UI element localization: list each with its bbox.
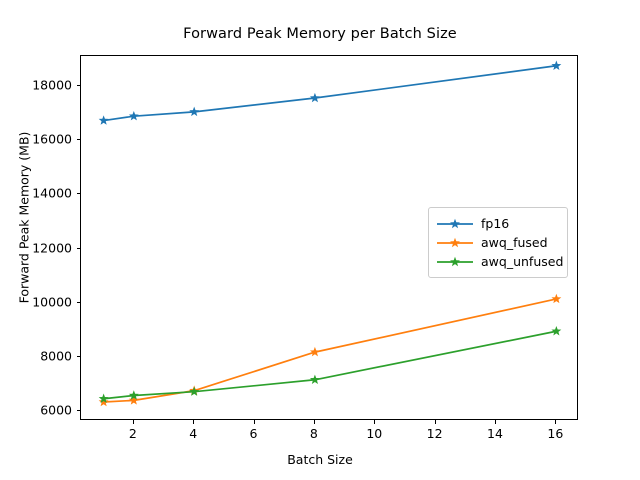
y-axis-tick-labels: 6000 8000 10000 12000 14000 16000 18000 xyxy=(8,0,72,480)
x-tick-label: 16 xyxy=(547,426,564,441)
x-tick-label: 4 xyxy=(189,426,198,441)
data-point-marker xyxy=(128,390,139,400)
data-point-marker xyxy=(128,111,139,121)
chart-title: Forward Peak Memory per Batch Size xyxy=(183,26,457,42)
x-tick-label: 12 xyxy=(426,426,443,441)
x-tick-label: 10 xyxy=(366,426,383,441)
x-axis-label: Batch Size xyxy=(287,452,353,467)
data-point-marker xyxy=(309,346,320,357)
y-tick-label: 16000 xyxy=(32,131,72,147)
legend-item: fp16 xyxy=(436,214,559,233)
x-tick-mark xyxy=(132,420,134,424)
x-tick-mark xyxy=(374,420,376,424)
x-tick-label: 6 xyxy=(249,426,258,441)
legend-item: awq_unfused xyxy=(436,252,563,271)
y-tick-label: 14000 xyxy=(32,185,72,201)
y-tick-mark xyxy=(76,193,80,195)
y-tick-mark xyxy=(76,247,80,249)
data-point-marker xyxy=(98,393,109,403)
data-point-marker xyxy=(551,293,562,304)
x-tick-label: 8 xyxy=(309,426,318,441)
data-point-marker xyxy=(551,326,562,336)
y-tick-label: 8000 xyxy=(40,348,72,364)
y-tick-label: 18000 xyxy=(32,77,72,93)
data-point-marker xyxy=(551,60,562,70)
legend-label-fp16: fp16 xyxy=(481,216,510,231)
y-tick-label: 6000 xyxy=(40,402,72,418)
legend-swatch-awq-fused xyxy=(437,237,473,247)
legend-swatch-fp16 xyxy=(437,218,473,228)
legend-swatch-awq-unfused xyxy=(437,256,473,266)
series-line-awq_unfused xyxy=(102,330,558,400)
x-tick-mark xyxy=(555,420,557,424)
data-point-marker xyxy=(98,396,109,407)
y-tick-label: 12000 xyxy=(32,240,72,256)
data-point-marker xyxy=(189,386,200,396)
x-tick-label: 2 xyxy=(128,426,137,441)
x-tick-mark xyxy=(193,420,195,424)
y-tick-mark xyxy=(76,301,80,303)
series-line-awq_fused xyxy=(102,298,558,403)
x-tick-mark xyxy=(253,420,255,424)
y-tick-mark xyxy=(76,356,80,357)
y-tick-mark xyxy=(76,139,80,141)
x-axis-tick-labels: 2 4 6 8 10 12 14 16 xyxy=(0,426,640,446)
data-point-marker xyxy=(309,374,320,384)
data-point-marker xyxy=(189,106,200,117)
legend-label-awq-fused: awq_fused xyxy=(481,235,548,250)
legend-label-awq-unfused: awq_unfused xyxy=(481,254,564,269)
x-tick-mark xyxy=(495,420,496,424)
x-tick-label: 14 xyxy=(487,426,503,441)
legend-item: awq_fused xyxy=(436,233,559,252)
y-tick-label: 10000 xyxy=(32,294,72,310)
data-point-marker xyxy=(98,115,109,125)
chart-legend[interactable]: fp16 awq_fused awq_unfused xyxy=(428,207,568,278)
plot-lines xyxy=(98,60,562,407)
data-point-marker xyxy=(128,395,139,405)
x-tick-mark xyxy=(434,420,436,424)
y-tick-mark xyxy=(76,84,80,86)
x-tick-mark xyxy=(313,420,315,424)
series-line-fp16 xyxy=(102,64,558,122)
data-point-marker xyxy=(309,92,320,103)
y-tick-mark xyxy=(76,410,80,412)
